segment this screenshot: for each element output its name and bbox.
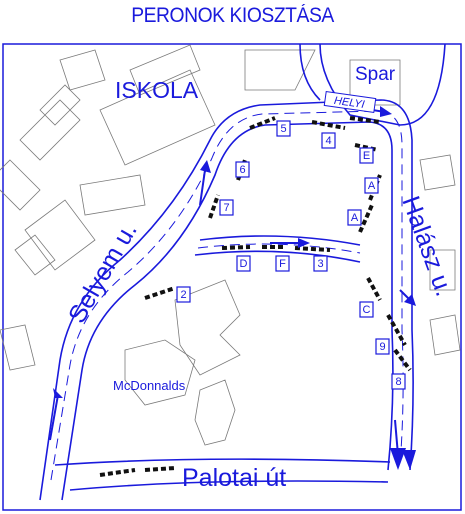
label-helyi: HELYI bbox=[333, 95, 365, 111]
direction-arrows bbox=[49, 104, 416, 470]
stop-9[interactable]: 9 bbox=[375, 338, 390, 355]
stop-8[interactable]: 8 bbox=[391, 373, 406, 390]
label-mcdonalds: McDonnalds bbox=[113, 378, 186, 393]
stop-7-label: 7 bbox=[223, 202, 229, 214]
stop-4-label: 4 bbox=[325, 135, 331, 147]
label-halasz-street: Halász u. bbox=[396, 192, 458, 300]
stop-2-label: 2 bbox=[180, 289, 186, 301]
stop-7[interactable]: 7 bbox=[219, 199, 234, 216]
stop-F[interactable]: F bbox=[275, 255, 290, 272]
stop-6[interactable]: 6 bbox=[235, 161, 250, 178]
stop-9-label: 9 bbox=[379, 341, 385, 353]
stop-5[interactable]: 5 bbox=[276, 120, 291, 137]
background-buildings bbox=[0, 44, 461, 446]
stop-4[interactable]: 4 bbox=[321, 132, 336, 149]
stop-6-label: 6 bbox=[239, 164, 245, 176]
map-frame bbox=[2, 43, 462, 511]
label-selyem-street: Selyem u. bbox=[63, 218, 143, 328]
stop-A-upper[interactable]: A bbox=[364, 177, 379, 194]
label-palotai-street: Palotai út bbox=[182, 464, 286, 492]
stop-3-label: 3 bbox=[317, 258, 323, 270]
label-helyi-sign: HELYI bbox=[323, 91, 377, 113]
stop-platforms bbox=[99, 116, 412, 477]
stop-C-label: C bbox=[363, 304, 371, 316]
stop-5-label: 5 bbox=[280, 123, 286, 135]
stop-D-label: D bbox=[240, 258, 248, 270]
stop-8-label: 8 bbox=[395, 376, 401, 388]
stop-E-label: E bbox=[363, 150, 370, 162]
stop-A-upper-label: A bbox=[368, 180, 376, 192]
stop-F-label: F bbox=[279, 258, 286, 270]
stop-2[interactable]: 2 bbox=[176, 286, 191, 303]
stop-A-lower[interactable]: A bbox=[347, 209, 362, 226]
stop-C[interactable]: C bbox=[359, 301, 374, 318]
stop-D[interactable]: D bbox=[236, 255, 251, 272]
map-title: PERONOK KIOSZTÁSA bbox=[131, 4, 334, 27]
stop-A-lower-label: A bbox=[351, 212, 359, 224]
stop-3[interactable]: 3 bbox=[313, 255, 328, 272]
stop-E[interactable]: E bbox=[359, 147, 374, 164]
label-iskola: ISKOLA bbox=[115, 77, 199, 103]
road-network bbox=[39, 43, 446, 501]
label-spar: Spar bbox=[355, 64, 396, 85]
